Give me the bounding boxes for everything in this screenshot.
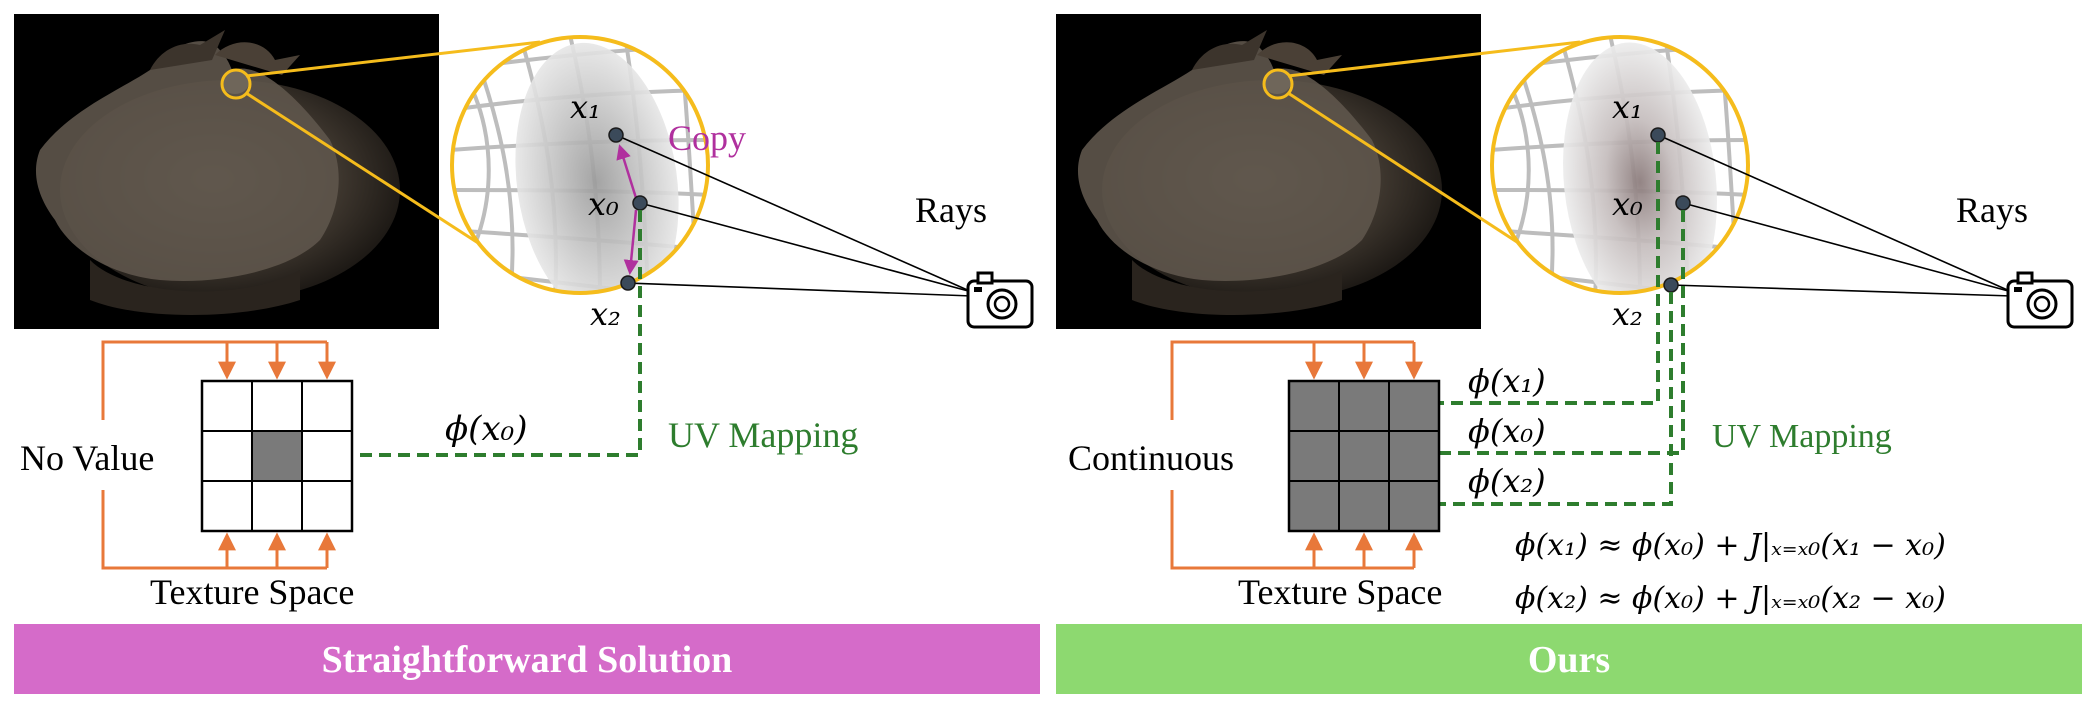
label-x1: x₁ [1612, 88, 1643, 126]
camera-icon [2006, 271, 2074, 329]
left-panel: x₁ x₀ x₂ Copy Rays ϕ(x₀) UV Mapping [14, 14, 1040, 694]
gaussian-ellipse [515, 42, 679, 293]
label-continuous: Continuous [1068, 438, 1234, 478]
label-texture-space: Texture Space [1238, 572, 1442, 612]
label-uv-mapping: UV Mapping [1712, 418, 1892, 455]
label-uv-mapping: UV Mapping [668, 415, 858, 455]
banner-right [1056, 624, 2082, 694]
equation-1: ϕ(x₁) ≈ ϕ(x₀) + J|ₓ₌ₓ₀(x₁ − x₀) [1515, 528, 1946, 563]
label-texture-space: Texture Space [150, 572, 354, 612]
label-x0: x₀ [1612, 185, 1643, 223]
point-x0 [1675, 195, 1691, 211]
zoom-line-top [1287, 40, 1581, 78]
zoom-line-top [245, 40, 541, 78]
label-copy: Copy [668, 118, 746, 158]
label-x0: x₀ [588, 185, 619, 223]
texture-grid [1287, 379, 1441, 533]
right-panel: x₁ x₀ x₂ Rays ϕ(x₁) ϕ(x₀) ϕ(x₂) UV Mappi… [1056, 14, 2082, 694]
point-x2 [620, 275, 636, 291]
texture-frame [1170, 340, 1423, 570]
banner-right-text: Ours [1528, 639, 1610, 681]
label-rays: Rays [915, 190, 987, 230]
camera-icon [966, 271, 1034, 329]
label-phi-x2: ϕ(x₂) [1468, 462, 1546, 500]
equation-2: ϕ(x₂) ≈ ϕ(x₀) + J|ₓ₌ₓ₀(x₂ − x₀) [1515, 581, 1946, 616]
point-x2 [1663, 277, 1679, 293]
point-x0 [632, 195, 648, 211]
label-no-value: No Value [20, 438, 154, 478]
banner-left-text: Straightforward Solution [322, 639, 733, 681]
bird-photo [14, 14, 439, 329]
point-x1 [608, 127, 624, 143]
uv-mapping-arrow [299, 210, 642, 469]
zoom-circle [1490, 35, 1750, 295]
copy-arrows [616, 144, 639, 275]
rays [615, 134, 973, 297]
label-x2: x₂ [1612, 295, 1643, 333]
label-phi-x0: ϕ(x₀) [1468, 412, 1546, 450]
texture-grid [200, 379, 354, 533]
texture-frame [101, 340, 336, 570]
label-x2: x₂ [590, 295, 621, 333]
point-x1 [1650, 127, 1666, 143]
label-x1: x₁ [570, 88, 601, 126]
rays [1657, 134, 2013, 297]
gaussian-ellipse [1563, 42, 1717, 293]
label-phi-x1: ϕ(x₁) [1468, 362, 1546, 400]
label-phi-x0: ϕ(x₀) [445, 409, 528, 449]
zoom-circle [450, 35, 710, 295]
banner-left [14, 624, 1040, 694]
bird-photo [1056, 14, 1481, 329]
uv-mapping-arrows [1384, 142, 1685, 518]
label-rays: Rays [1956, 190, 2028, 230]
